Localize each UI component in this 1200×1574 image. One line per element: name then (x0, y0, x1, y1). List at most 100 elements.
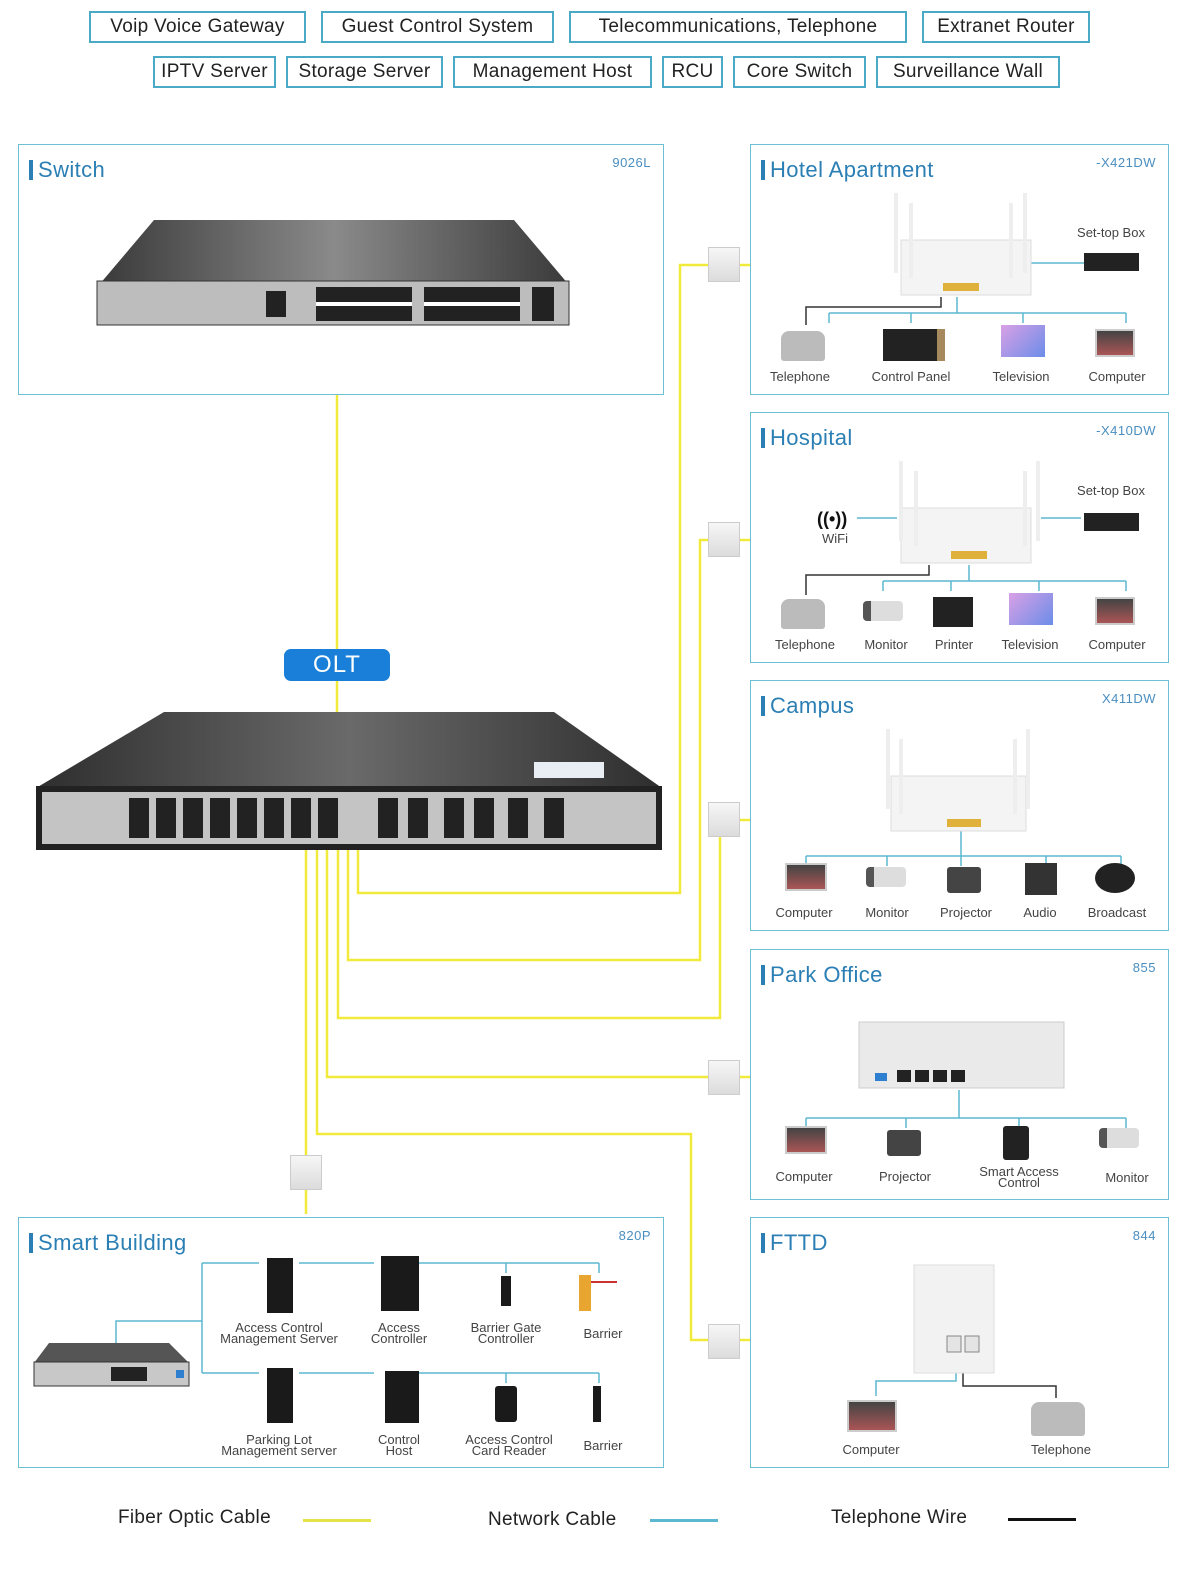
computer-icon (1095, 597, 1135, 625)
tag-core-switch: Core Switch (733, 56, 866, 88)
smart-access-control-icon (1003, 1126, 1029, 1160)
hospital-wiring (805, 461, 1139, 595)
hotel-wiring (805, 193, 1139, 325)
device-label: Barrier (583, 1326, 623, 1341)
projector-icon (947, 867, 981, 893)
set-top-box-label: Set-top Box (1077, 483, 1145, 498)
legend-fiber-label: Fiber Optic Cable (118, 1507, 271, 1528)
model-label: -X421DW (1096, 155, 1156, 170)
splitter-box-park (708, 1060, 740, 1095)
server-rack-icon (267, 1368, 293, 1423)
splitter-box-campus (708, 802, 740, 837)
panel-title: FTTD (761, 1230, 828, 1256)
device-label: Audio (1023, 905, 1057, 920)
control-host-icon (385, 1371, 419, 1423)
olt-device-image (36, 712, 662, 850)
door-lock-icon (593, 1386, 601, 1422)
television-icon (1001, 325, 1045, 357)
model-label: -X410DW (1096, 423, 1156, 438)
fiber-olt-park (325, 848, 750, 1079)
model-label: 855 (1132, 960, 1156, 975)
access-controller-icon (381, 1256, 419, 1311)
fttd-panel-device-image (913, 1264, 995, 1374)
device-label: Monitor (865, 905, 909, 920)
panel-smart-building: Smart Building 820P Access Control Manag… (18, 1217, 664, 1468)
legend-telephone-swatch (1008, 1518, 1076, 1521)
device-label: Control Host (378, 1432, 420, 1458)
barrier-gate-controller-icon (501, 1276, 511, 1306)
telephone-icon (781, 331, 825, 361)
monitor-camera-icon (1099, 1128, 1139, 1148)
device-label: Barrier Gate Controller (470, 1320, 542, 1346)
device-label: Projector (939, 905, 993, 920)
telephone-icon (781, 599, 825, 629)
panel-hospital: Hospital -X410DW WiFi ((•)) WiFi Set-top… (750, 412, 1169, 663)
panel-campus: Campus X411DW Computer Monitor Projector… (750, 680, 1169, 931)
panel-title: Park Office (761, 962, 883, 988)
splitter-box-fttd (708, 1324, 740, 1359)
panel-hotel-apartment: Hotel Apartment -X421DW Set-top Box Tele… (750, 144, 1169, 395)
device-label: Barrier (583, 1438, 623, 1453)
tag-extranet-router: Extranet Router (922, 11, 1090, 43)
switch-device-image (96, 220, 570, 326)
device-label: Computer (1088, 369, 1146, 384)
barrier-icon (579, 1275, 591, 1311)
tag-surveillance-wall: Surveillance Wall (876, 56, 1060, 88)
splitter-box-building (290, 1155, 322, 1190)
set-top-box-image (1084, 513, 1139, 531)
splitter-box-hotel (708, 247, 740, 282)
panel-title: Switch (29, 157, 105, 183)
ont-box-image (858, 1021, 1065, 1089)
device-label: Parking Lot Management server (221, 1432, 337, 1458)
model-label: 844 (1132, 1228, 1156, 1243)
device-label: Printer (934, 637, 974, 652)
tag-rcu: RCU (662, 56, 723, 88)
splitter-box-hospital (708, 522, 740, 557)
model-label: 820P (618, 1228, 651, 1243)
onu-router-image (886, 729, 1030, 832)
wifi-signal-icon: ((•)) (817, 509, 848, 529)
legend-network-swatch (650, 1519, 718, 1522)
device-label: Telephone (770, 369, 830, 384)
device-label: Smart Access Control (979, 1164, 1059, 1190)
control-panel-icon (883, 329, 945, 361)
device-label: Projector (878, 1169, 932, 1184)
projector-icon (887, 1130, 921, 1156)
device-label: Access Control Management Server (220, 1320, 338, 1346)
device-label: Computer (842, 1442, 900, 1457)
olt-badge: OLT (284, 649, 390, 681)
model-label: X411DW (1101, 691, 1156, 706)
panel-title: Smart Building (29, 1230, 187, 1256)
device-label: Computer (1088, 637, 1146, 652)
device-label: Broadcast (1087, 905, 1147, 920)
wifi-label: WiFi (822, 531, 848, 546)
tag-management-host: Management Host (453, 56, 652, 88)
computer-icon (1095, 329, 1135, 357)
legend-network-label: Network Cable (488, 1509, 617, 1530)
building-wiring (33, 1256, 617, 1423)
panel-title: Hospital (761, 425, 853, 451)
card-reader-icon (495, 1386, 517, 1422)
monitor-camera-icon (866, 867, 906, 887)
poe-switch-image (33, 1343, 190, 1387)
device-label: Computer (775, 1169, 833, 1184)
device-label: Telephone (775, 637, 835, 652)
panel-park-office: Park Office 855 Computer Projector Smart… (750, 949, 1169, 1200)
computer-icon (785, 1126, 827, 1154)
audio-speaker-icon (1025, 863, 1057, 895)
device-label: Access Controller (370, 1320, 428, 1346)
broadcast-speaker-icon (1095, 863, 1135, 893)
set-top-box-label: Set-top Box (1077, 225, 1145, 240)
monitor-camera-icon (863, 601, 903, 621)
panel-title: Campus (761, 693, 854, 719)
onu-router-image (899, 461, 1040, 564)
model-label: 9026L (612, 155, 651, 170)
computer-icon (785, 863, 827, 891)
device-label: Telephone (1031, 1442, 1091, 1457)
device-label: Access Control Card Reader (465, 1432, 553, 1458)
tag-iptv-server: IPTV Server (153, 56, 276, 88)
legend-fiber-swatch (303, 1519, 371, 1522)
device-label: Computer (775, 905, 833, 920)
tag-guest-control-system: Guest Control System (321, 11, 554, 43)
device-label: Television (992, 369, 1050, 384)
